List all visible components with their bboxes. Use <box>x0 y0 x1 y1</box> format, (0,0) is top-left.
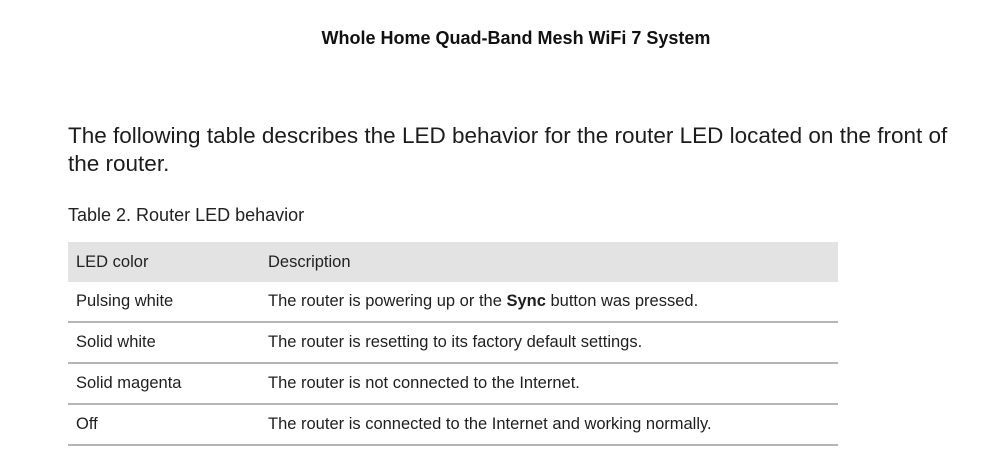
table-row: Solid white The router is resetting to i… <box>68 322 838 364</box>
table-row: Solid magenta The router is not connecte… <box>68 363 838 405</box>
description-cell: The router is powering up or the Sync bu… <box>260 282 838 323</box>
description-text: button was pressed. <box>545 292 699 310</box>
sync-button-label: Sync <box>506 292 546 310</box>
intro-paragraph: The following table describes the LED be… <box>68 123 948 176</box>
led-color-cell: Off <box>68 404 260 446</box>
led-color-cell: Pulsing white <box>68 282 260 323</box>
description-cell: The router is connected to the Internet … <box>260 404 838 446</box>
led-color-cell: Solid magenta <box>68 363 260 405</box>
description-cell: The router is resetting to its factory d… <box>260 322 838 364</box>
table-row: Pulsing white The router is powering up … <box>68 282 838 323</box>
table-header-row: LED color Description <box>68 242 838 282</box>
column-header-description: Description <box>260 242 838 282</box>
page-header-title: Whole Home Quad-Band Mesh WiFi 7 System <box>321 28 711 48</box>
led-color-cell: Solid white <box>68 322 260 364</box>
table-body: Pulsing white The router is powering up … <box>68 282 838 446</box>
led-behavior-table: LED color Description Pulsing white The … <box>68 242 838 446</box>
table-header: LED color Description <box>68 242 838 282</box>
description-cell: The router is not connected to the Inter… <box>260 363 838 405</box>
column-header-led-color: LED color <box>68 242 260 282</box>
description-text: The router is powering up or the <box>268 292 507 310</box>
table-row: Off The router is connected to the Inter… <box>68 404 838 446</box>
table-caption: Table 2. Router LED behavior <box>68 205 305 225</box>
